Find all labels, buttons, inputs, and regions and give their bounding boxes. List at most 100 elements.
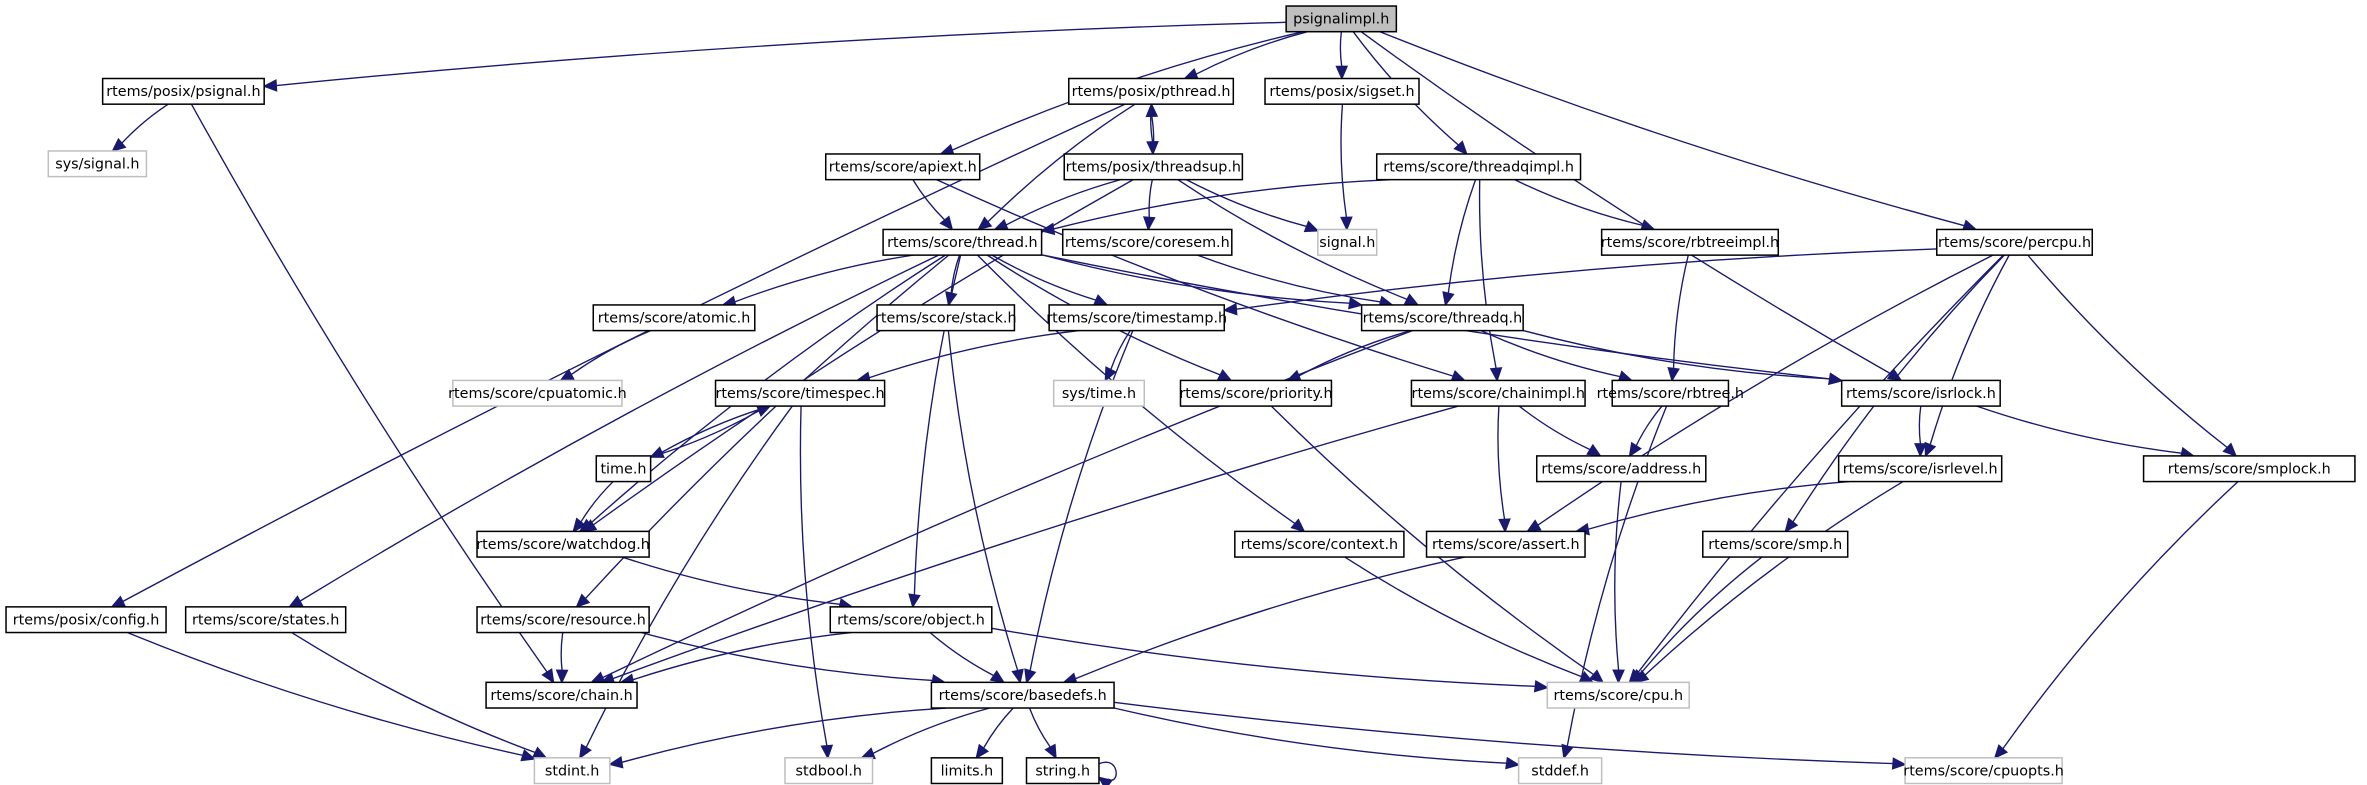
edge-line	[1929, 254, 2010, 445]
node-pthread[interactable]: rtems/posix/pthread.h	[1068, 77, 1235, 105]
node-label: rtems/score/cpuatomic.h	[448, 386, 627, 402]
edge-line	[936, 179, 1454, 377]
edge-line	[1340, 104, 1348, 218]
node-states[interactable]: rtems/score/states.h	[184, 606, 347, 634]
node-timespec[interactable]: rtems/score/timespec.h	[714, 379, 886, 407]
edge-basedefs-to-stddef	[1113, 707, 1521, 770]
edge-line	[1110, 330, 1131, 370]
node-box	[1063, 153, 1244, 181]
edge-smplock-to-cpuopts	[1993, 481, 2239, 760]
node-smplock[interactable]: rtems/score/smplock.h	[2142, 455, 2356, 483]
edge-thread-to-threadq	[1041, 254, 1364, 310]
node-apiext[interactable]: rtems/score/apiext.h	[824, 153, 981, 181]
node-label: rtems/score/priority.h	[1179, 386, 1332, 402]
edge-line	[1360, 31, 1892, 375]
edge-isrlock-to-smplock	[1976, 405, 2196, 460]
node-label: rtems/score/assert.h	[1432, 537, 1580, 553]
node-box	[485, 681, 638, 709]
node-box	[1317, 228, 1378, 256]
node-stdint: stdint.h	[533, 757, 611, 785]
edge-line	[1053, 178, 1391, 230]
node-chainimpl[interactable]: rtems/score/chainimpl.h	[1410, 379, 1586, 407]
edge-line	[1195, 31, 1308, 75]
arrowhead-icon	[541, 668, 555, 684]
arrowhead-icon	[1784, 517, 1799, 533]
node-watchdog[interactable]: rtems/score/watchdog.h	[476, 530, 650, 558]
node-stdbool: stdbool.h	[784, 757, 874, 785]
node-psignalimpl[interactable]: psignalimpl.h	[1285, 5, 1398, 33]
arrowhead-icon	[977, 216, 993, 231]
edge-line	[950, 254, 961, 294]
arrowhead-icon	[1453, 140, 1468, 156]
node-psignal[interactable]: rtems/posix/psignal.h	[101, 77, 265, 105]
node-box	[476, 530, 650, 558]
node-label: rtems/score/rbtree.h	[1597, 386, 1744, 402]
node-box	[1546, 681, 1690, 709]
edge-line	[2002, 481, 2239, 750]
arrowhead-icon	[1039, 222, 1056, 236]
node-percpu[interactable]: rtems/score/percpu.h	[1936, 228, 2094, 256]
edge-time-to-watchdog	[572, 481, 614, 533]
node-isrlevel[interactable]: rtems/score/isrlevel.h	[1837, 455, 2003, 483]
edge-threadq-to-rbtree	[1480, 329, 1634, 383]
edge-threadsup-to-signal	[1185, 179, 1320, 233]
arrowhead-icon	[1498, 518, 1511, 534]
arrowhead-icon	[1525, 519, 1542, 533]
node-priority[interactable]: rtems/score/priority.h	[1179, 379, 1333, 407]
node-label: rtems/score/isrlock.h	[1846, 386, 1996, 402]
node-basedefs[interactable]: rtems/score/basedefs.h	[930, 681, 1115, 709]
edge-percpu-to-assert	[1525, 254, 1994, 533]
node-smp[interactable]: rtems/score/smp.h	[1702, 530, 1849, 558]
arrowhead-icon	[1403, 293, 1420, 306]
node-context[interactable]: rtems/score/context.h	[1234, 530, 1405, 558]
node-label: rtems/posix/psignal.h	[106, 84, 260, 100]
edge-line	[1344, 556, 1583, 678]
node-timestamp[interactable]: rtems/score/timestamp.h	[1046, 304, 1227, 332]
edge-basedefs-to-stdint	[608, 707, 947, 769]
node-label: sys/signal.h	[55, 157, 139, 173]
arrowhead-icon	[608, 755, 624, 769]
node-box	[476, 606, 650, 634]
edge-string-to-string	[1097, 761, 1117, 785]
node-threadsup[interactable]: rtems/posix/threadsup.h	[1063, 153, 1244, 181]
node-coresem[interactable]: rtems/score/coresem.h	[1061, 228, 1233, 256]
node-time[interactable]: time.h	[595, 455, 652, 483]
node-label: rtems/score/basedefs.h	[939, 688, 1107, 704]
node-threadqimpl[interactable]: rtems/score/threadqimpl.h	[1375, 153, 1582, 181]
node-sigset[interactable]: rtems/posix/sigset.h	[1264, 77, 1420, 105]
edge-threadqimpl-to-thread	[1039, 178, 1391, 236]
node-isrlock[interactable]: rtems/score/isrlock.h	[1840, 379, 2001, 407]
arrowhead-icon	[1630, 668, 1646, 684]
node-object[interactable]: rtems/score/object.h	[829, 606, 993, 634]
edge-threadq-to-isrlock	[1522, 329, 1844, 386]
arrowhead-icon	[1097, 776, 1113, 785]
arrowhead-icon	[939, 215, 954, 231]
node-rbtree[interactable]: rtems/score/rbtree.h	[1597, 379, 1744, 407]
arrowhead-icon	[1533, 679, 1549, 693]
edge-pthread-to-thread	[977, 103, 1136, 231]
node-label: rtems/posix/pthread.h	[1072, 84, 1231, 100]
arrowhead-icon	[1303, 220, 1320, 233]
node-threadq[interactable]: rtems/score/threadq.h	[1360, 304, 1524, 332]
node-box	[882, 228, 1043, 256]
node-limits[interactable]: limits.h	[930, 757, 1004, 785]
node-rbtreeimpl[interactable]: rtems/score/rbtreeimpl.h	[1601, 228, 1779, 256]
node-string[interactable]: string.h	[1025, 757, 1100, 785]
node-config[interactable]: rtems/posix/config.h	[5, 606, 167, 634]
arrowhead-icon	[1044, 743, 1057, 760]
node-label: rtems/score/cpuopts.h	[1903, 763, 2064, 779]
edge-address-to-cpu	[1612, 481, 1625, 685]
node-resource[interactable]: rtems/score/resource.h	[476, 606, 650, 634]
edge-line	[1636, 254, 2004, 674]
node-box	[1936, 228, 2094, 256]
node-address[interactable]: rtems/score/address.h	[1535, 455, 1707, 483]
node-chain[interactable]: rtems/score/chain.h	[485, 681, 638, 709]
node-thread[interactable]: rtems/score/thread.h	[882, 228, 1043, 256]
edge-line	[1075, 556, 1465, 680]
arrowhead-icon	[575, 593, 591, 609]
node-assert[interactable]: rtems/score/assert.h	[1425, 530, 1586, 558]
node-atomic[interactable]: rtems/score/atomic.h	[592, 304, 756, 332]
node-stack[interactable]: rtems/score/stack.h	[875, 304, 1017, 332]
node-box	[1179, 379, 1333, 407]
edge-percpu-to-smplock	[2027, 254, 2238, 458]
